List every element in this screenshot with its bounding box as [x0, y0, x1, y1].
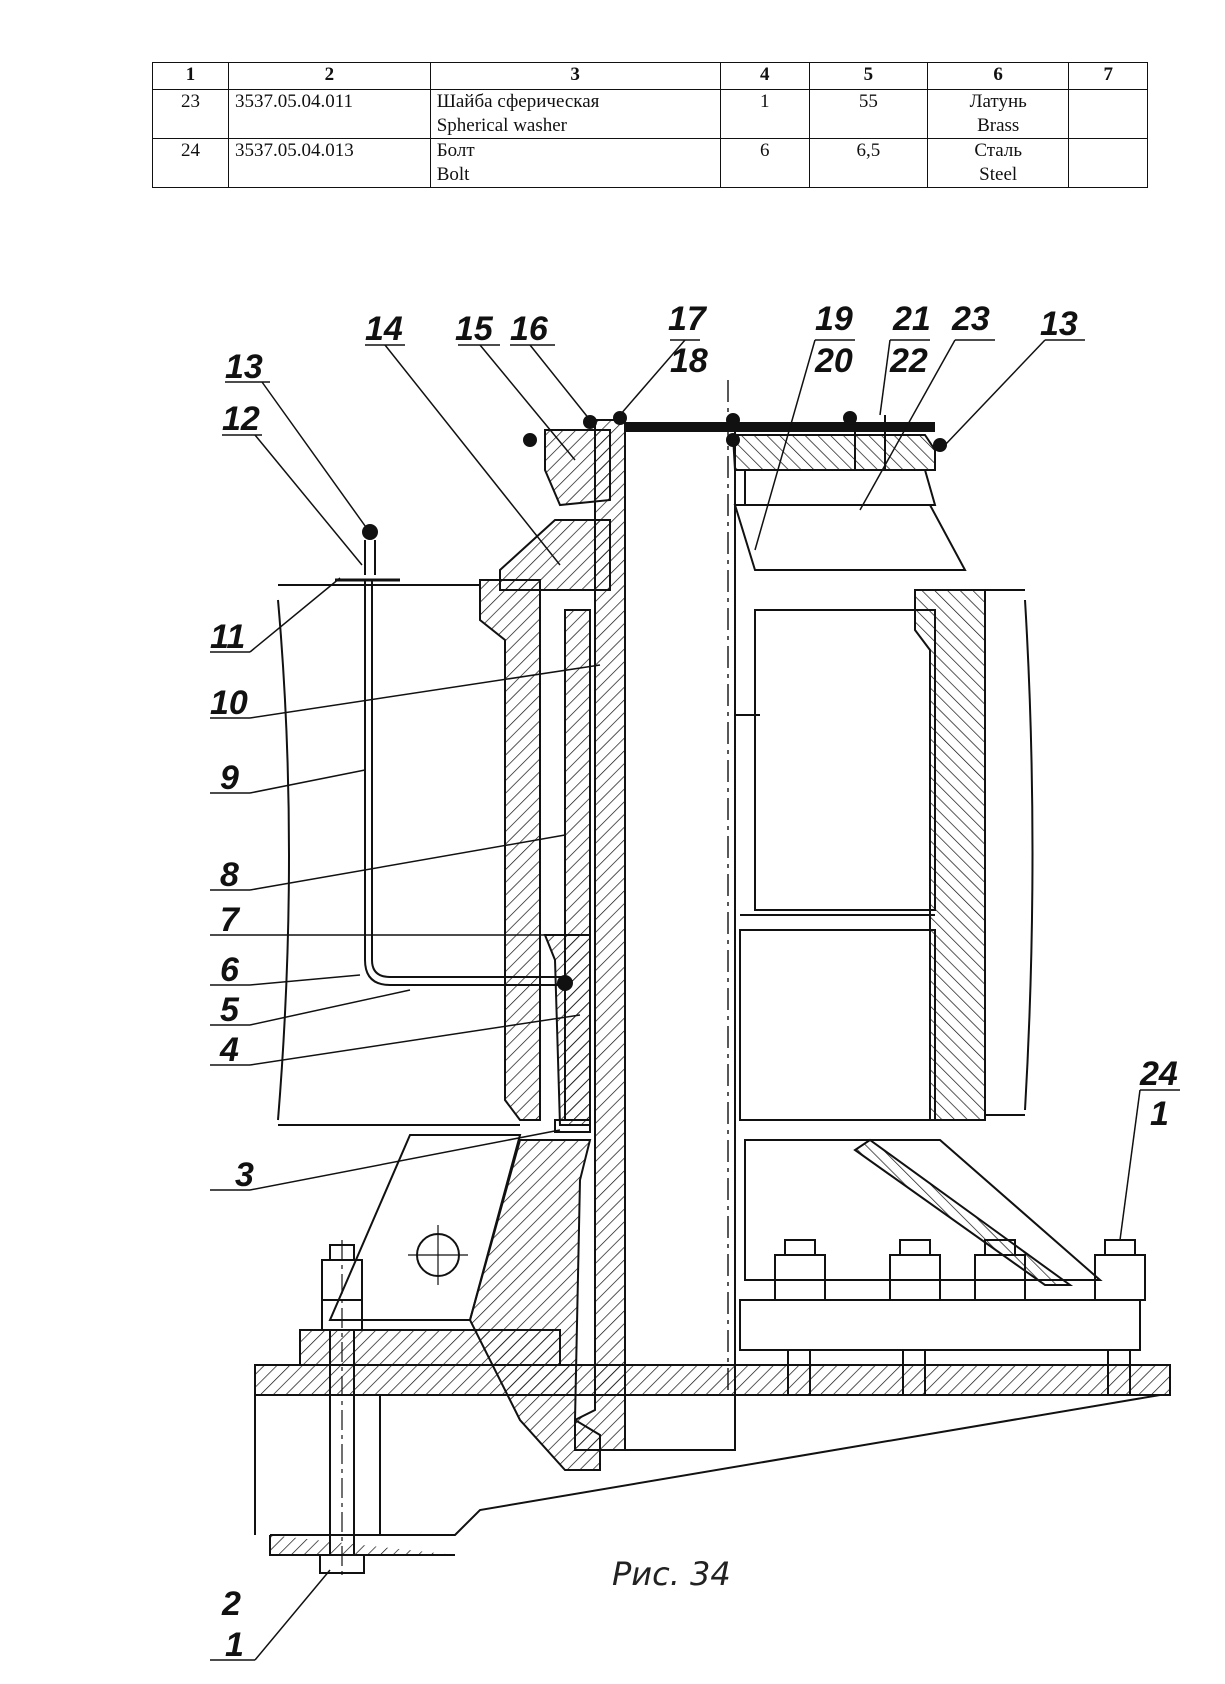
bolt-left: [320, 1240, 364, 1580]
callout-6: 6: [220, 951, 240, 989]
figure-caption: Рис. 34: [612, 1555, 731, 1593]
callout-2: 2: [221, 1585, 241, 1623]
leader-lines: [210, 340, 1180, 1660]
callout-13-left: 13: [225, 348, 263, 386]
callout-4: 4: [219, 1031, 239, 1069]
callout-21: 21: [892, 300, 931, 338]
callout-3: 3: [235, 1156, 254, 1194]
drawing-body: [255, 380, 1170, 1580]
callout-17: 17: [668, 300, 708, 338]
callout-18: 18: [670, 342, 708, 380]
callout-12: 12: [222, 400, 260, 438]
callout-13-right: 13: [1040, 305, 1078, 343]
callout-1-right: 1: [1150, 1095, 1169, 1133]
callout-24: 24: [1139, 1055, 1178, 1093]
callout-10: 10: [210, 684, 248, 722]
callout-19: 19: [815, 300, 853, 338]
callout-5: 5: [220, 991, 240, 1029]
callout-23: 23: [951, 300, 990, 338]
callout-9: 9: [220, 759, 239, 797]
callout-20: 20: [814, 342, 853, 380]
callout-22: 22: [889, 342, 928, 380]
callout-14: 14: [365, 310, 403, 348]
callout-1-left: 1: [225, 1626, 244, 1664]
callout-16: 16: [510, 310, 549, 348]
callout-7: 7: [220, 901, 241, 939]
callout-11: 11: [210, 618, 245, 656]
callout-8: 8: [220, 856, 239, 894]
callout-15: 15: [455, 310, 494, 348]
callouts: 13 12 11 10 9 8 7 6 5 4 3 2 1 14 15 16 1…: [210, 300, 1178, 1664]
